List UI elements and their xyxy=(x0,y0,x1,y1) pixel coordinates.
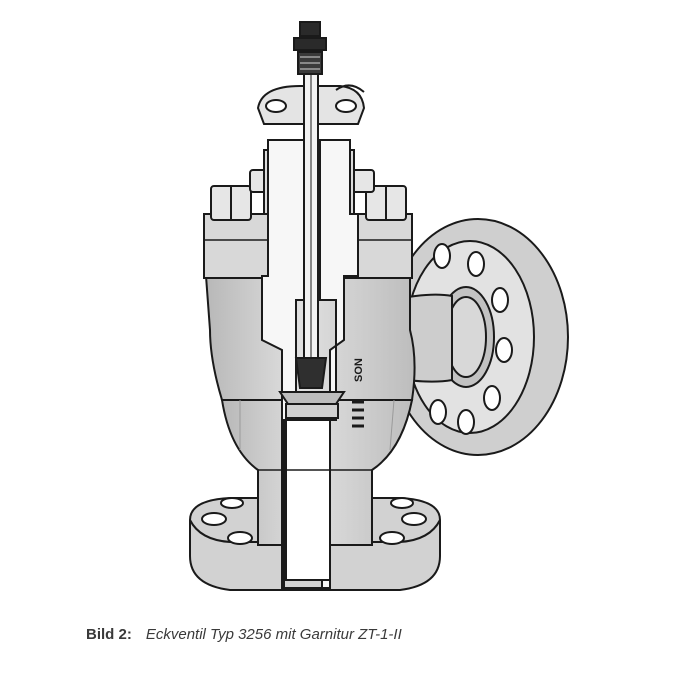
seat-ring xyxy=(285,419,331,581)
side-flange-bolt-holes xyxy=(429,243,513,435)
stem-top-nuts xyxy=(293,21,327,75)
plug-seat xyxy=(278,357,346,419)
figure-label: Bild 2: xyxy=(86,626,132,643)
side-flange xyxy=(387,218,569,456)
angle-valve-drawing: SON xyxy=(189,21,569,591)
figure-caption: Bild 2: Eckventil Typ 3256 mit Garnitur Z… xyxy=(86,626,646,643)
body-marking: SON xyxy=(353,358,365,382)
figure-caption-text: Eckventil Typ 3256 mit Garnitur ZT-1-II xyxy=(145,626,402,643)
bottom-flange-bolt-holes xyxy=(201,497,427,545)
valve-figure: SON xyxy=(189,21,569,591)
marking-ticks xyxy=(352,400,364,428)
